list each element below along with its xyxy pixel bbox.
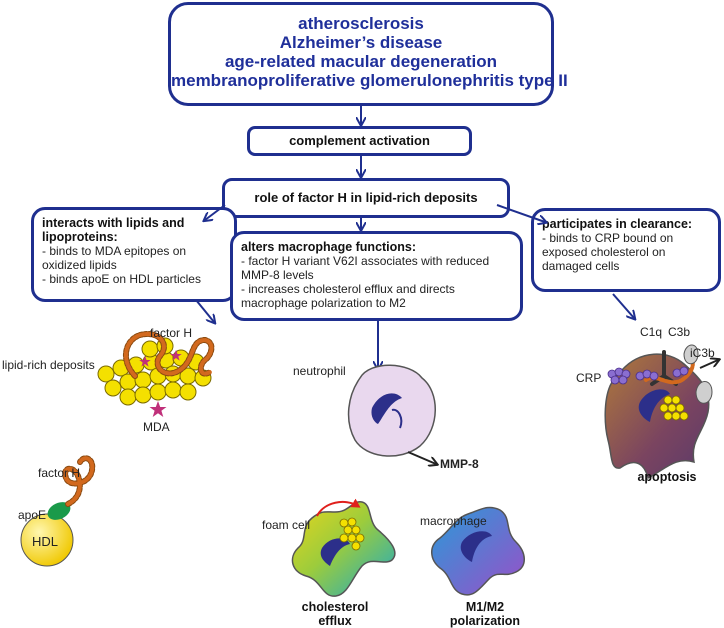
foam-cell-label: foam cell [262, 518, 311, 532]
mmp8-release-arrow [407, 451, 436, 464]
hdl-particle [20, 513, 74, 567]
factor-h-label-1: factor H [150, 326, 193, 340]
ic3b-icon [695, 381, 713, 404]
lipid-deposits-illustration [97, 331, 215, 417]
factor-h-label-2: factor H [38, 466, 81, 480]
apoptosis-label: apoptosis [637, 470, 697, 484]
hdl-illustration [20, 455, 96, 567]
disease-mpgn: membranoproliferative glomerulonephritis… [171, 71, 568, 90]
macrophage-functions-heading: alters macrophage functions: [241, 240, 417, 254]
hdl-label: HDL [32, 534, 59, 549]
disease-amd: age-related macular degeneration [224, 52, 498, 71]
c3b-icon [683, 344, 699, 365]
disease-atherosclerosis: atherosclerosis [298, 14, 424, 33]
neutrophil-label: neutrophil [293, 364, 346, 378]
foam-cell-illustration [291, 498, 396, 597]
lipid-interaction-heading: interacts with lipids and lipoproteins: [42, 216, 185, 244]
factor-h-chain [63, 456, 95, 506]
ic3b-label: iC3b [690, 346, 715, 360]
efflux-arrow [316, 498, 361, 517]
macrophage-functions-box: alters macrophage functions: - factor H … [230, 231, 523, 321]
mda-label: MDA [143, 420, 170, 434]
mda-star-icon [149, 401, 167, 417]
neutrophil-illustration [347, 364, 436, 464]
macrophage-functions-item-1: - factor H variant V62I associates with … [241, 254, 490, 282]
arrow-to-lipid-box [205, 204, 226, 220]
disease-list-box: atherosclerosis Alzheimer’s disease age-… [168, 2, 568, 106]
arrow-to-apoptosis [612, 293, 634, 318]
arrow-to-lipid-deposits [195, 299, 214, 322]
apoe-label: apoE [18, 508, 47, 522]
lipid-deposits-label: lipid-rich deposits [2, 358, 95, 372]
apoe-protein [47, 502, 71, 520]
role-of-factor-h-box: role of factor H in lipid-rich deposits [222, 178, 510, 218]
cholesterol-efflux-label: cholesterol efflux [301, 600, 369, 628]
crp-icon [607, 366, 689, 385]
clearance-item-1: - binds to CRP bound on exposed choleste… [542, 231, 674, 273]
macrophage-label: macrophage [420, 514, 487, 528]
apoptotic-cell-illustration [604, 344, 718, 480]
disease-alzheimers: Alzheimer’s disease [279, 33, 443, 52]
m1m2-polarization-label: M1/M2 polarization [449, 600, 521, 628]
lipid-interaction-item-1: - binds to MDA epitopes on oxidized lipi… [42, 244, 187, 272]
crp-label: CRP [576, 371, 602, 385]
complement-activation-box: complement activation [247, 126, 472, 156]
lipid-interaction-item-2: - binds apoE on HDL particles [42, 272, 201, 286]
lipid-interaction-box: interacts with lipids and lipoproteins: … [31, 207, 237, 302]
c3b-label: C3b [668, 325, 691, 339]
clearance-heading: participates in clearance: [542, 217, 693, 231]
macrophage-functions-item-2: - increases cholesterol efflux and direc… [241, 282, 455, 310]
flow-arrows [195, 106, 634, 368]
macrophage-illustration [431, 506, 525, 596]
arrow-to-clearance-box [496, 204, 545, 222]
mmp8-label: MMP-8 [440, 457, 479, 471]
clearance-box: participates in clearance: - binds to CR… [531, 208, 721, 292]
c1q-label: C1q [640, 325, 663, 339]
